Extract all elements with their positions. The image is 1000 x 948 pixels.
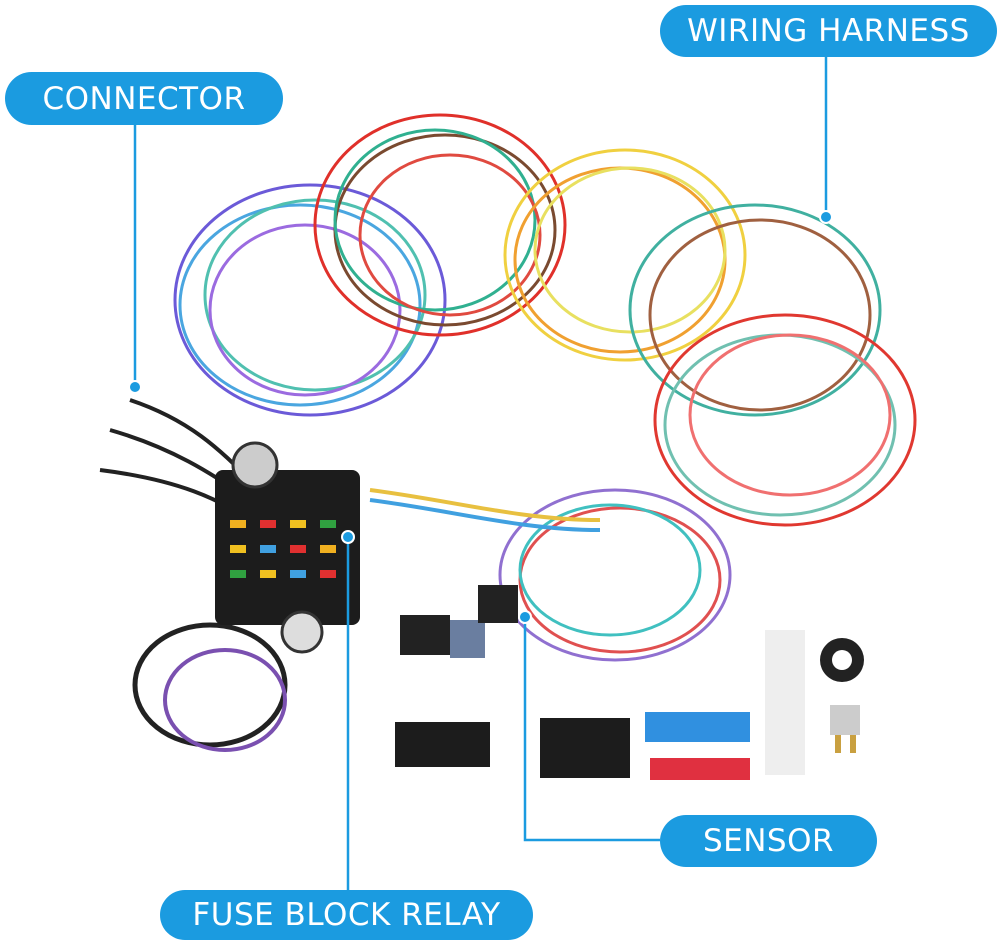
callout-connector: CONNECTOR: [5, 72, 283, 125]
callout-dots: [128, 210, 833, 624]
callout-sensor: SENSOR: [660, 815, 877, 867]
callout-fuse-block-relay: FUSE BLOCK RELAY: [160, 890, 533, 940]
callout-fuse-block-relay-label: FUSE BLOCK RELAY: [192, 897, 501, 933]
callout-wiring-harness: WIRING HARNESS: [660, 5, 997, 57]
callout-sensor-label: SENSOR: [702, 823, 835, 859]
fuse-block: [215, 441, 360, 654]
accessories: [395, 585, 864, 780]
callout-lines: [133, 57, 828, 890]
callout-wiring-harness-label: WIRING HARNESS: [687, 13, 970, 49]
callout-connector-label: CONNECTOR: [42, 80, 246, 117]
